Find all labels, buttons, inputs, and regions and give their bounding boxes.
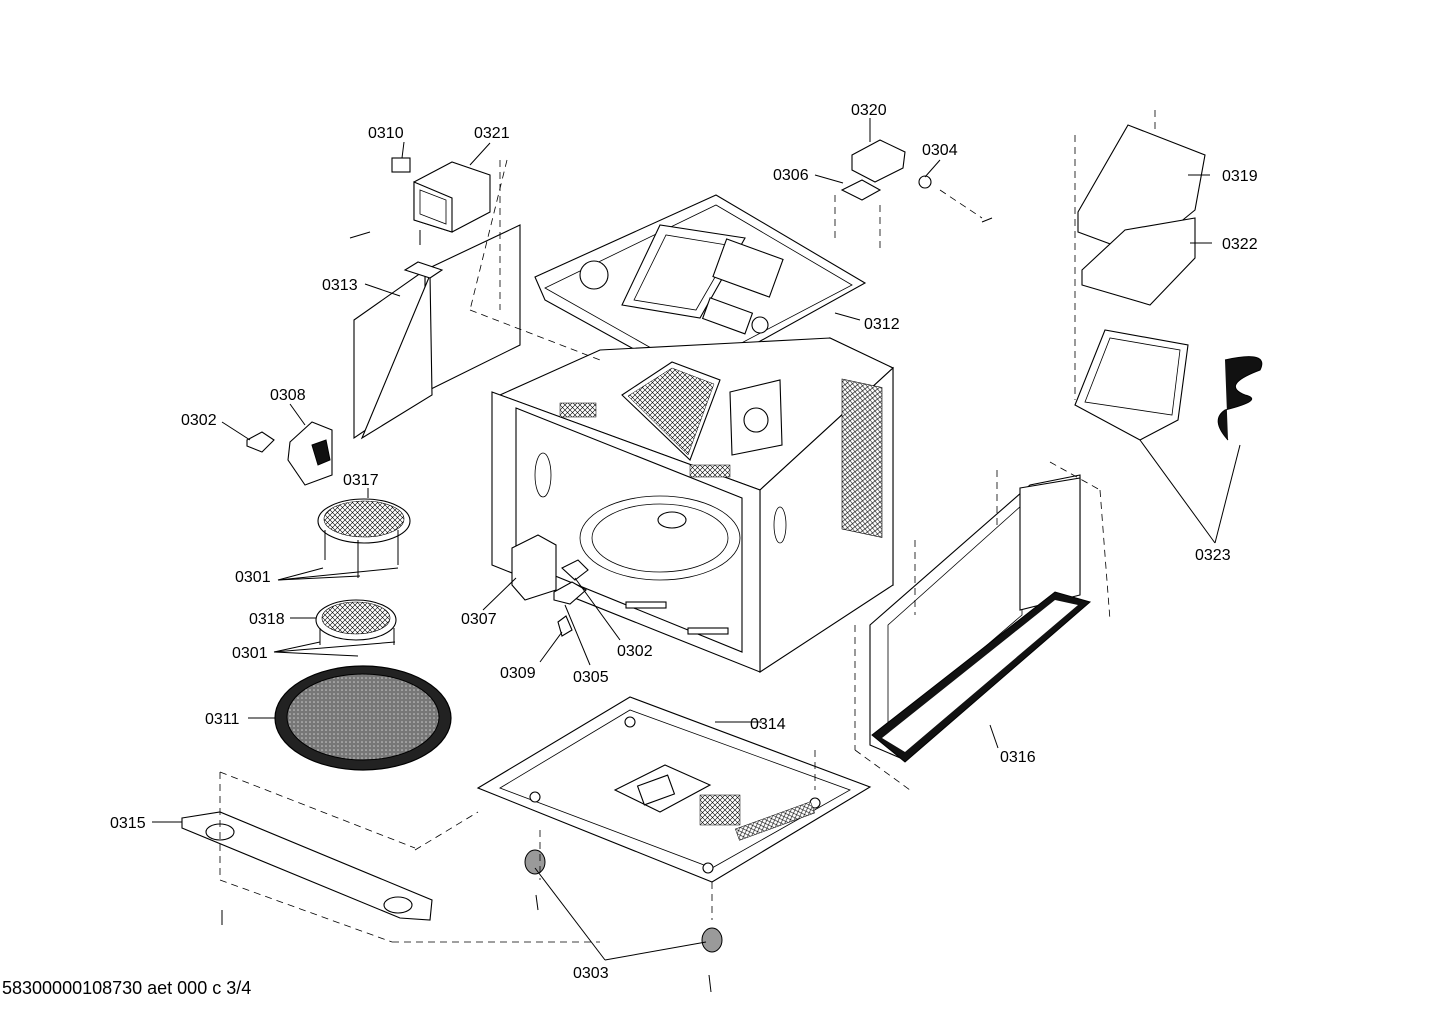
bottom-plate-part <box>476 696 872 883</box>
sensor-part <box>840 139 993 223</box>
callout-label: 0307 <box>461 611 497 628</box>
bracket-part <box>181 811 433 921</box>
callout-label: 0322 <box>1222 236 1258 253</box>
callout-label: 0311 <box>205 711 240 728</box>
callout-label: 0306 <box>773 167 809 184</box>
door-part <box>869 474 1092 763</box>
callout-label: 0319 <box>1222 168 1258 185</box>
callout-label: 0310 <box>368 125 404 142</box>
callout-label: 0305 <box>573 669 609 686</box>
callout-label: 0301 <box>232 645 268 662</box>
leader-lines <box>152 118 1241 961</box>
turntable-part <box>274 665 452 771</box>
callout-labels: 0310 0321 0320 0304 0306 0319 0322 0313 … <box>110 102 1258 982</box>
callout-label: 0302 <box>617 643 653 660</box>
cavity-housing-part <box>491 337 894 674</box>
callout-label: 0315 <box>110 815 146 832</box>
callout-label: 0316 <box>1000 749 1036 766</box>
callout-label: 0312 <box>864 316 900 333</box>
callout-label: 0301 <box>235 569 271 586</box>
callout-label: 0309 <box>500 665 536 682</box>
callout-label: 0313 <box>322 277 358 294</box>
side-panel-part <box>353 224 521 440</box>
callout-label: 0303 <box>573 965 609 982</box>
callout-label: 0320 <box>851 102 887 119</box>
callout-label: 0317 <box>343 472 379 489</box>
callout-label: 0321 <box>474 125 510 142</box>
heater-assembly-part <box>1074 124 1263 441</box>
callout-label: 0318 <box>249 611 285 628</box>
drawing-number: 58300000108730 aet 000 c 3/4 <box>2 978 252 998</box>
top-plate-part <box>534 194 867 381</box>
callout-label: 0323 <box>1195 547 1231 564</box>
switch-parts <box>246 421 589 637</box>
callout-label: 0308 <box>270 387 306 404</box>
transformer-part <box>349 157 491 245</box>
guide-lines <box>219 110 1156 943</box>
callout-label: 0314 <box>750 716 786 733</box>
rack-part <box>315 498 411 645</box>
callout-label: 0304 <box>922 142 958 159</box>
callout-label: 0302 <box>181 412 217 429</box>
